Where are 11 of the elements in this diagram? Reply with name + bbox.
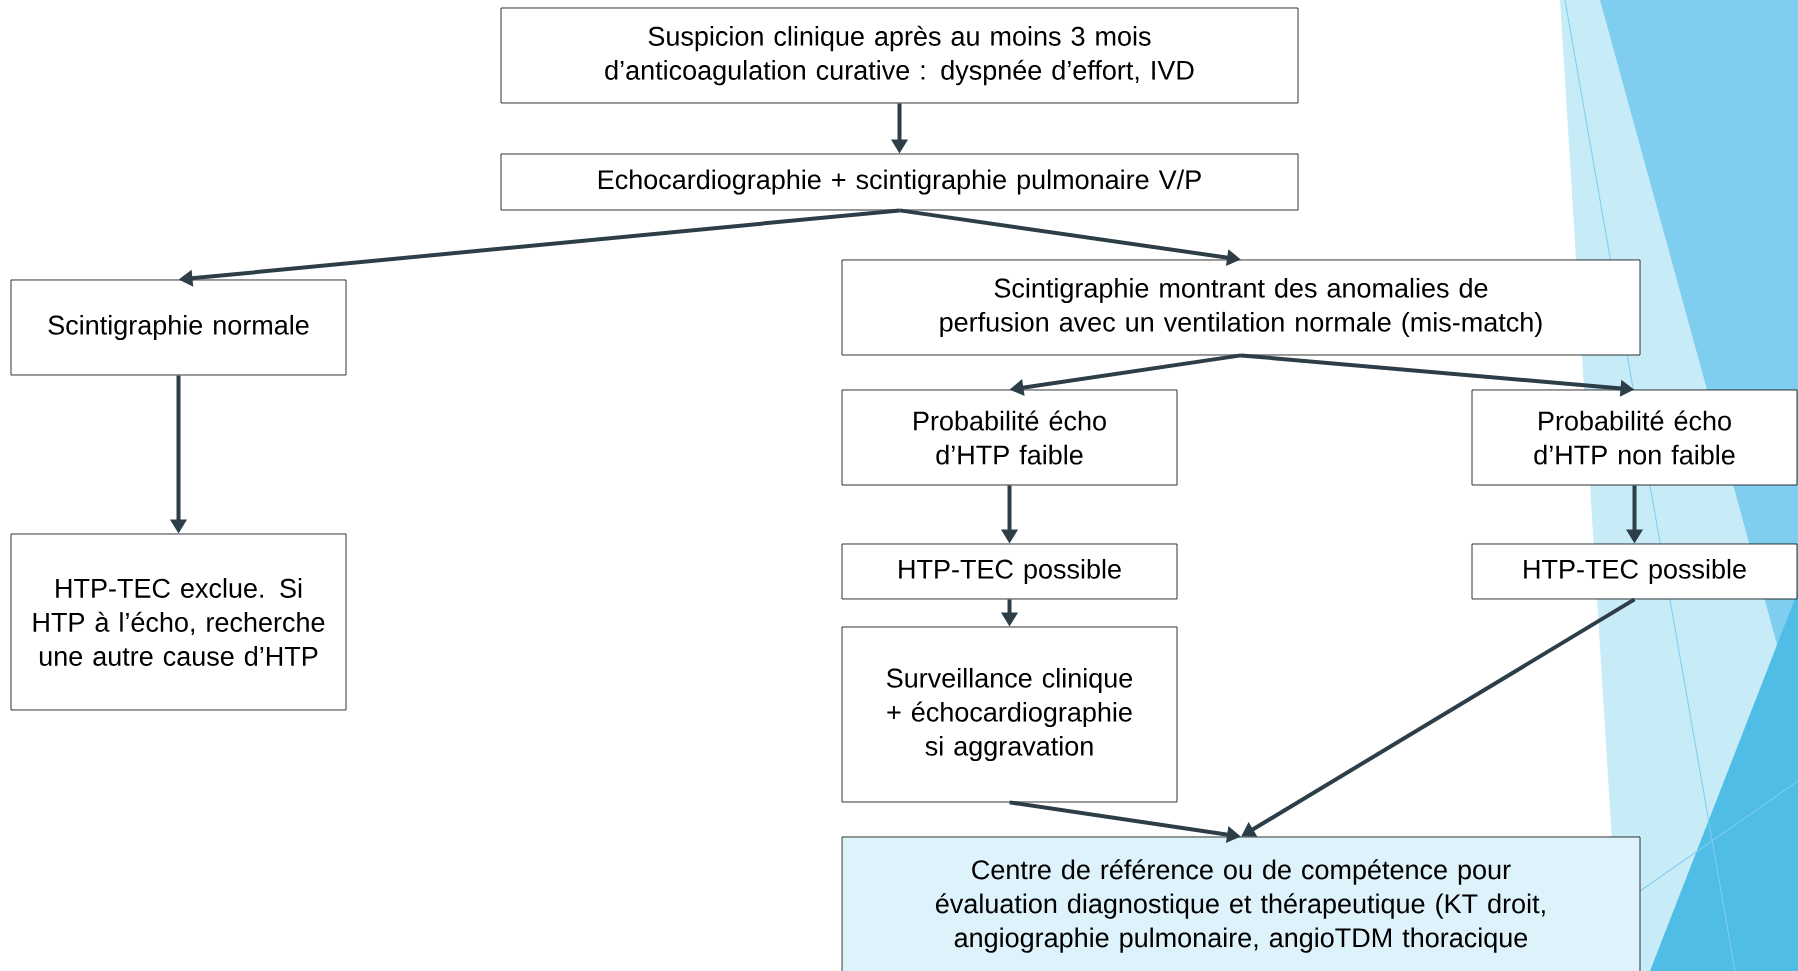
result-box: HTP-TEC possible [1471,543,1798,600]
conclusion-box: HTP-TEC exclue. Si HTP à l’écho, recherche une autre cause d’HTP [10,533,347,711]
result-box: Probabilité écho d’HTP non faible [1471,389,1798,486]
process-box: Echocardiographie + scintigraphie pulmonaire V/P [500,153,1299,211]
result-box: Scintigraphie montrant des anomalies de perfusion avec un ventilation normale (mis-match) [841,259,1641,356]
result-box: Probabilité écho d’HTP faible [841,389,1178,486]
process-box: Suspicion clinique après au moins 3 mois d’anticoagulation curative : dyspnée d’effort, IVD [500,7,1299,104]
referral-box: Centre de référence ou de compétence pour évaluation diagnostique et thérapeutique (KT droit, angiographie pulmonaire, angioTDM thoracique [841,836,1641,971]
result-box: HTP-TEC possible [841,543,1178,600]
process-box: Surveillance clinique + échocardiographie si aggravation [841,626,1178,803]
result-box: Scintigraphie normale [10,279,347,376]
